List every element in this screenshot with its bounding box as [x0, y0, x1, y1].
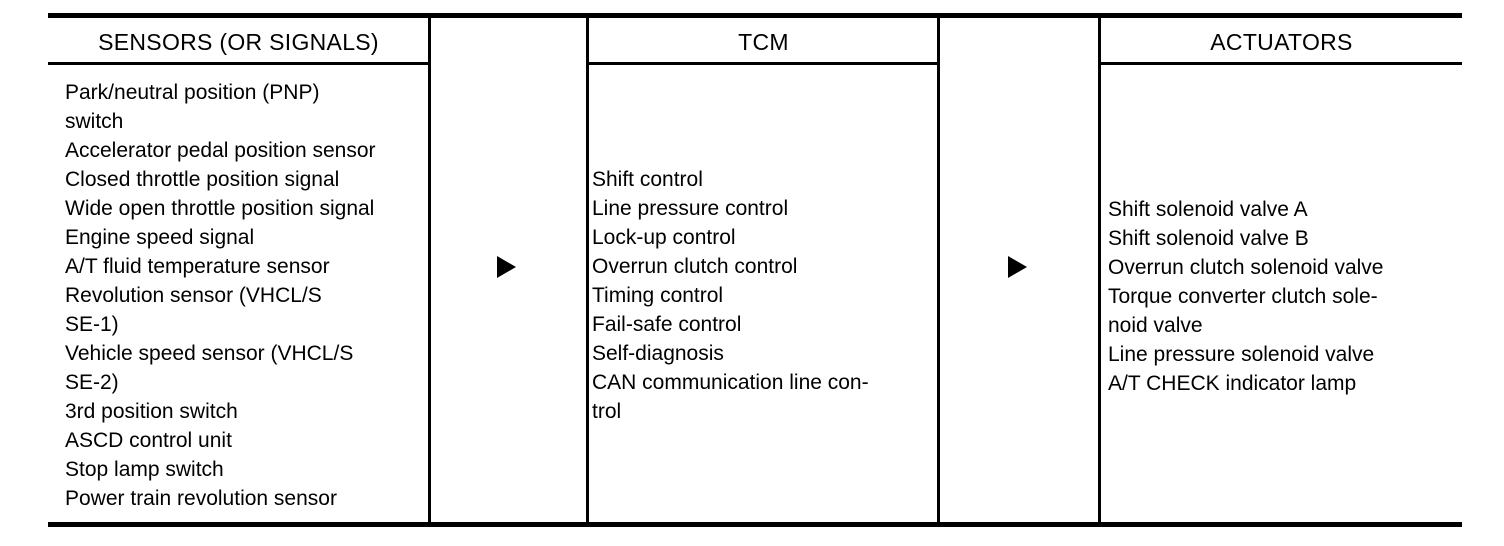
tcm-line: Fail-safe control: [592, 313, 742, 336]
table-top-rule: [48, 13, 1462, 18]
first-gap-column-right-rule: [586, 13, 589, 527]
sensors-line: 3rd position switch: [65, 400, 238, 423]
tcm-column-right-rule: [937, 13, 940, 527]
tcm-line: Self-diagnosis: [592, 342, 724, 365]
sensors-line: Revolution sensor (VHCL/S: [65, 284, 322, 307]
sensors-column-body: Park/neutral position (PNP) switch Accel…: [65, 78, 425, 513]
tcm-line: Timing control: [592, 284, 724, 307]
sensors-line: Accelerator pedal position sensor: [65, 139, 376, 162]
sensors-line: switch: [65, 110, 124, 133]
arrow-right-icon: [497, 256, 516, 278]
actuators-column-body: Shift solenoid valve A Shift solenoid va…: [1108, 195, 1458, 398]
actuators-line: Overrun clutch solenoid valve: [1108, 256, 1384, 279]
sensors-column-right-rule: [428, 13, 431, 527]
tcm-column-header: TCM: [738, 29, 789, 55]
tcm-line: Lock-up control: [592, 226, 736, 249]
actuators-header-divider: [1098, 62, 1462, 65]
sensors-line: Engine speed signal: [65, 226, 255, 249]
sensors-line: Wide open throttle position signal: [65, 197, 375, 220]
actuators-line: Line pressure solenoid valve: [1108, 343, 1375, 366]
tcm-line: Overrun clutch control: [592, 255, 798, 278]
sensors-column-header: SENSORS (OR SIGNALS): [98, 29, 379, 55]
tcm-header-divider: [586, 62, 940, 65]
tcm-line: trol: [592, 400, 622, 423]
arrow-right-icon: [1008, 256, 1027, 278]
actuators-line: Shift solenoid valve B: [1108, 227, 1309, 250]
tcm-line: CAN communication line con-: [592, 371, 869, 394]
sensors-line: SE-1): [65, 313, 119, 336]
sensors-line: ASCD control unit: [65, 429, 232, 452]
sensors-line: A/T fluid temperature sensor: [65, 255, 330, 278]
sensors-line: Vehicle speed sensor (VHCL/S: [65, 342, 354, 365]
actuators-line: noid valve: [1108, 314, 1203, 337]
sensors-line: Power train revolution sensor: [65, 487, 337, 510]
actuators-line: Torque converter clutch sole-: [1108, 285, 1378, 308]
actuators-column-header: ACTUATORS: [1210, 29, 1353, 55]
actuators-line: A/T CHECK indicator lamp: [1108, 372, 1357, 395]
table-bottom-rule: [48, 522, 1462, 527]
sensors-header-divider: [48, 62, 431, 65]
tcm-line: Line pressure control: [592, 197, 789, 220]
tcm-line: Shift control: [592, 168, 703, 191]
second-gap-column-right-rule: [1098, 13, 1101, 527]
sensors-line: Stop lamp switch: [65, 458, 224, 481]
tcm-column-body: Shift control Line pressure control Lock…: [592, 165, 937, 426]
sensors-line: Park/neutral position (PNP): [65, 81, 320, 104]
sensors-line: Closed throttle position signal: [65, 168, 340, 191]
sensors-line: SE-2): [65, 371, 119, 394]
actuators-line: Shift solenoid valve A: [1108, 198, 1308, 221]
